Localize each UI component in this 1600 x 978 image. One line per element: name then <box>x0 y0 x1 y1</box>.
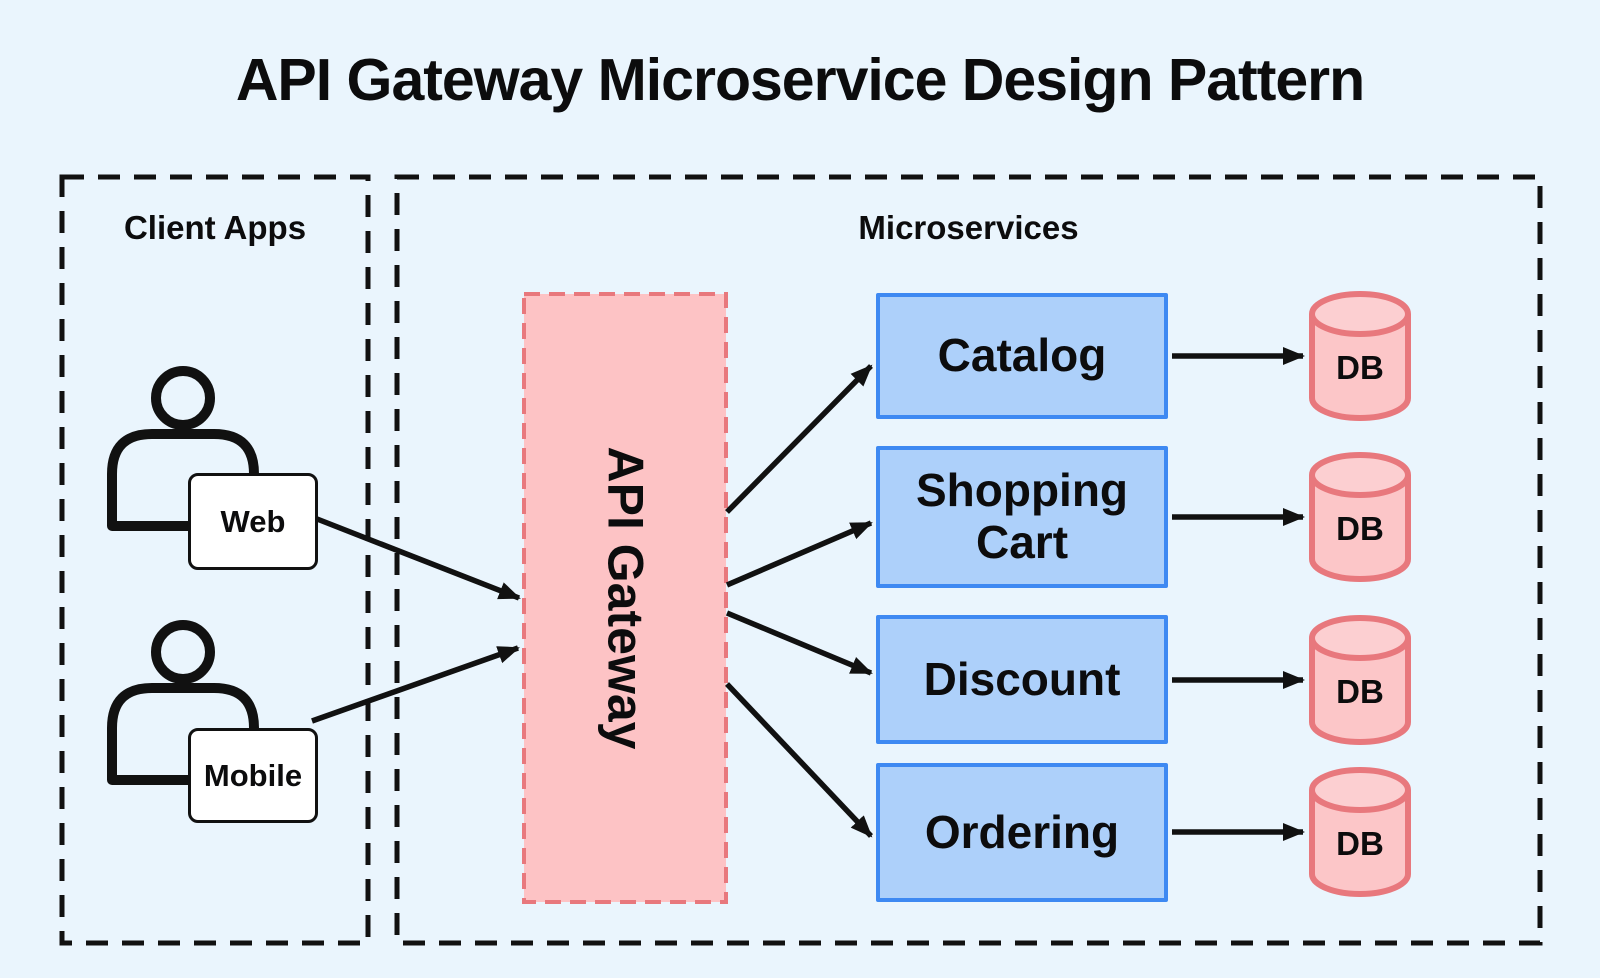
arrow-web-to-gateway <box>310 514 521 601</box>
arrow-gateway-to-shopping-cart <box>725 520 873 588</box>
client-mobile-box: Mobile <box>188 728 318 823</box>
microservices-label: Microservices <box>858 209 1079 246</box>
api-gateway-box <box>522 292 728 904</box>
db-label: DB <box>1336 673 1384 710</box>
service-label: Discount <box>923 652 1121 705</box>
page-title: API Gateway Microservice Design Pattern <box>235 47 1365 113</box>
database-icon <box>1309 291 1411 421</box>
db-label: DB <box>1336 510 1384 547</box>
arrow-gateway-to-catalog <box>725 364 873 514</box>
user-icon <box>107 620 259 785</box>
client-web-box: Web <box>188 473 318 570</box>
service-box-shopping-cart: Shopping Cart <box>876 446 1168 588</box>
user-icon <box>107 366 259 531</box>
client-apps-box <box>59 174 371 946</box>
service-label: Catalog <box>937 329 1107 382</box>
client-mobile-label: Mobile <box>203 757 303 793</box>
service-box-catalog: Catalog <box>876 293 1168 419</box>
database-icon <box>1309 452 1411 582</box>
db-label: DB <box>1336 349 1384 386</box>
arrow-gateway-to-discount <box>725 610 873 676</box>
database-icon <box>1309 615 1411 745</box>
service-box-ordering: Ordering <box>876 763 1168 902</box>
service-label: Ordering <box>924 805 1120 858</box>
arrow-gateway-to-ordering <box>725 682 873 838</box>
client-apps-label: Client Apps <box>123 209 307 246</box>
db-label: DB <box>1336 825 1384 862</box>
service-label: Shopping Cart <box>915 464 1129 568</box>
arrow-mobile-to-gateway <box>311 645 520 724</box>
service-box-discount: Discount <box>876 615 1168 744</box>
microservices-box <box>394 174 1543 946</box>
database-icon <box>1309 767 1411 897</box>
client-web-label: Web <box>220 503 286 539</box>
